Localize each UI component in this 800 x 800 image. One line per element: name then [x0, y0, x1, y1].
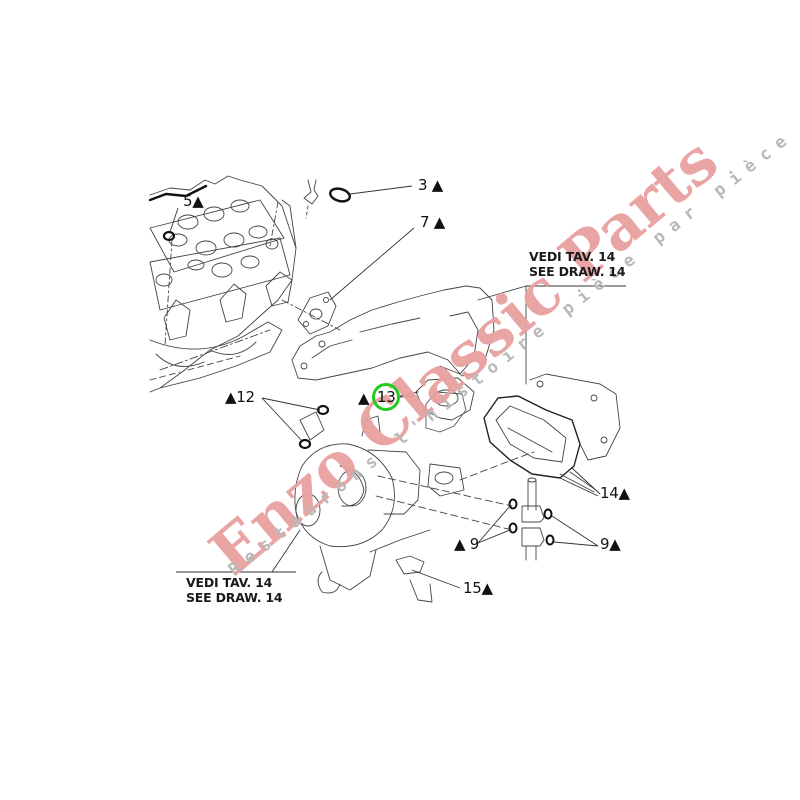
exhaust-manifold-drawing: [291, 285, 527, 381]
banjo-fittings-drawing: [508, 477, 555, 561]
highlight-ring-part-13[interactable]: [372, 383, 400, 411]
reference-note-top-right: VEDI TAV. 14 SEE DRAW. 14: [529, 249, 626, 279]
reference-line-2: SEE DRAW. 14: [186, 590, 283, 605]
gasket-13-drawing: [399, 377, 475, 433]
callout-5: 5▲: [183, 192, 204, 210]
callout-3-top: 3 ▲: [418, 176, 443, 194]
reference-line-1: VEDI TAV. 14: [186, 575, 273, 590]
callout-9-left: ▲ 9: [454, 535, 479, 553]
callout-7: 7 ▲: [420, 213, 445, 231]
callout-13-marker: ▲: [358, 389, 370, 407]
reference-line-2: SEE DRAW. 14: [529, 264, 626, 279]
callout-leader-lines: [169, 185, 626, 589]
callout-13-number: 13: [377, 388, 396, 406]
stud-and-orings-top: [162, 179, 351, 331]
gasket-7-drawing: [297, 291, 337, 335]
callout-9-right: 9▲: [600, 535, 621, 553]
cylinder-head-drawing: [148, 175, 297, 393]
turbocharger-drawing: [294, 404, 465, 603]
reference-line-1: VEDI TAV. 14: [529, 249, 616, 264]
callout-14: 14▲: [600, 484, 630, 502]
callout-12: ▲12: [225, 388, 255, 406]
gasket-14-drawing: [483, 285, 621, 493]
dashed-connection-lines: [375, 451, 535, 531]
callout-15: 15▲: [463, 579, 493, 597]
reference-note-bottom-left: VEDI TAV. 14 SEE DRAW. 14: [186, 575, 283, 605]
